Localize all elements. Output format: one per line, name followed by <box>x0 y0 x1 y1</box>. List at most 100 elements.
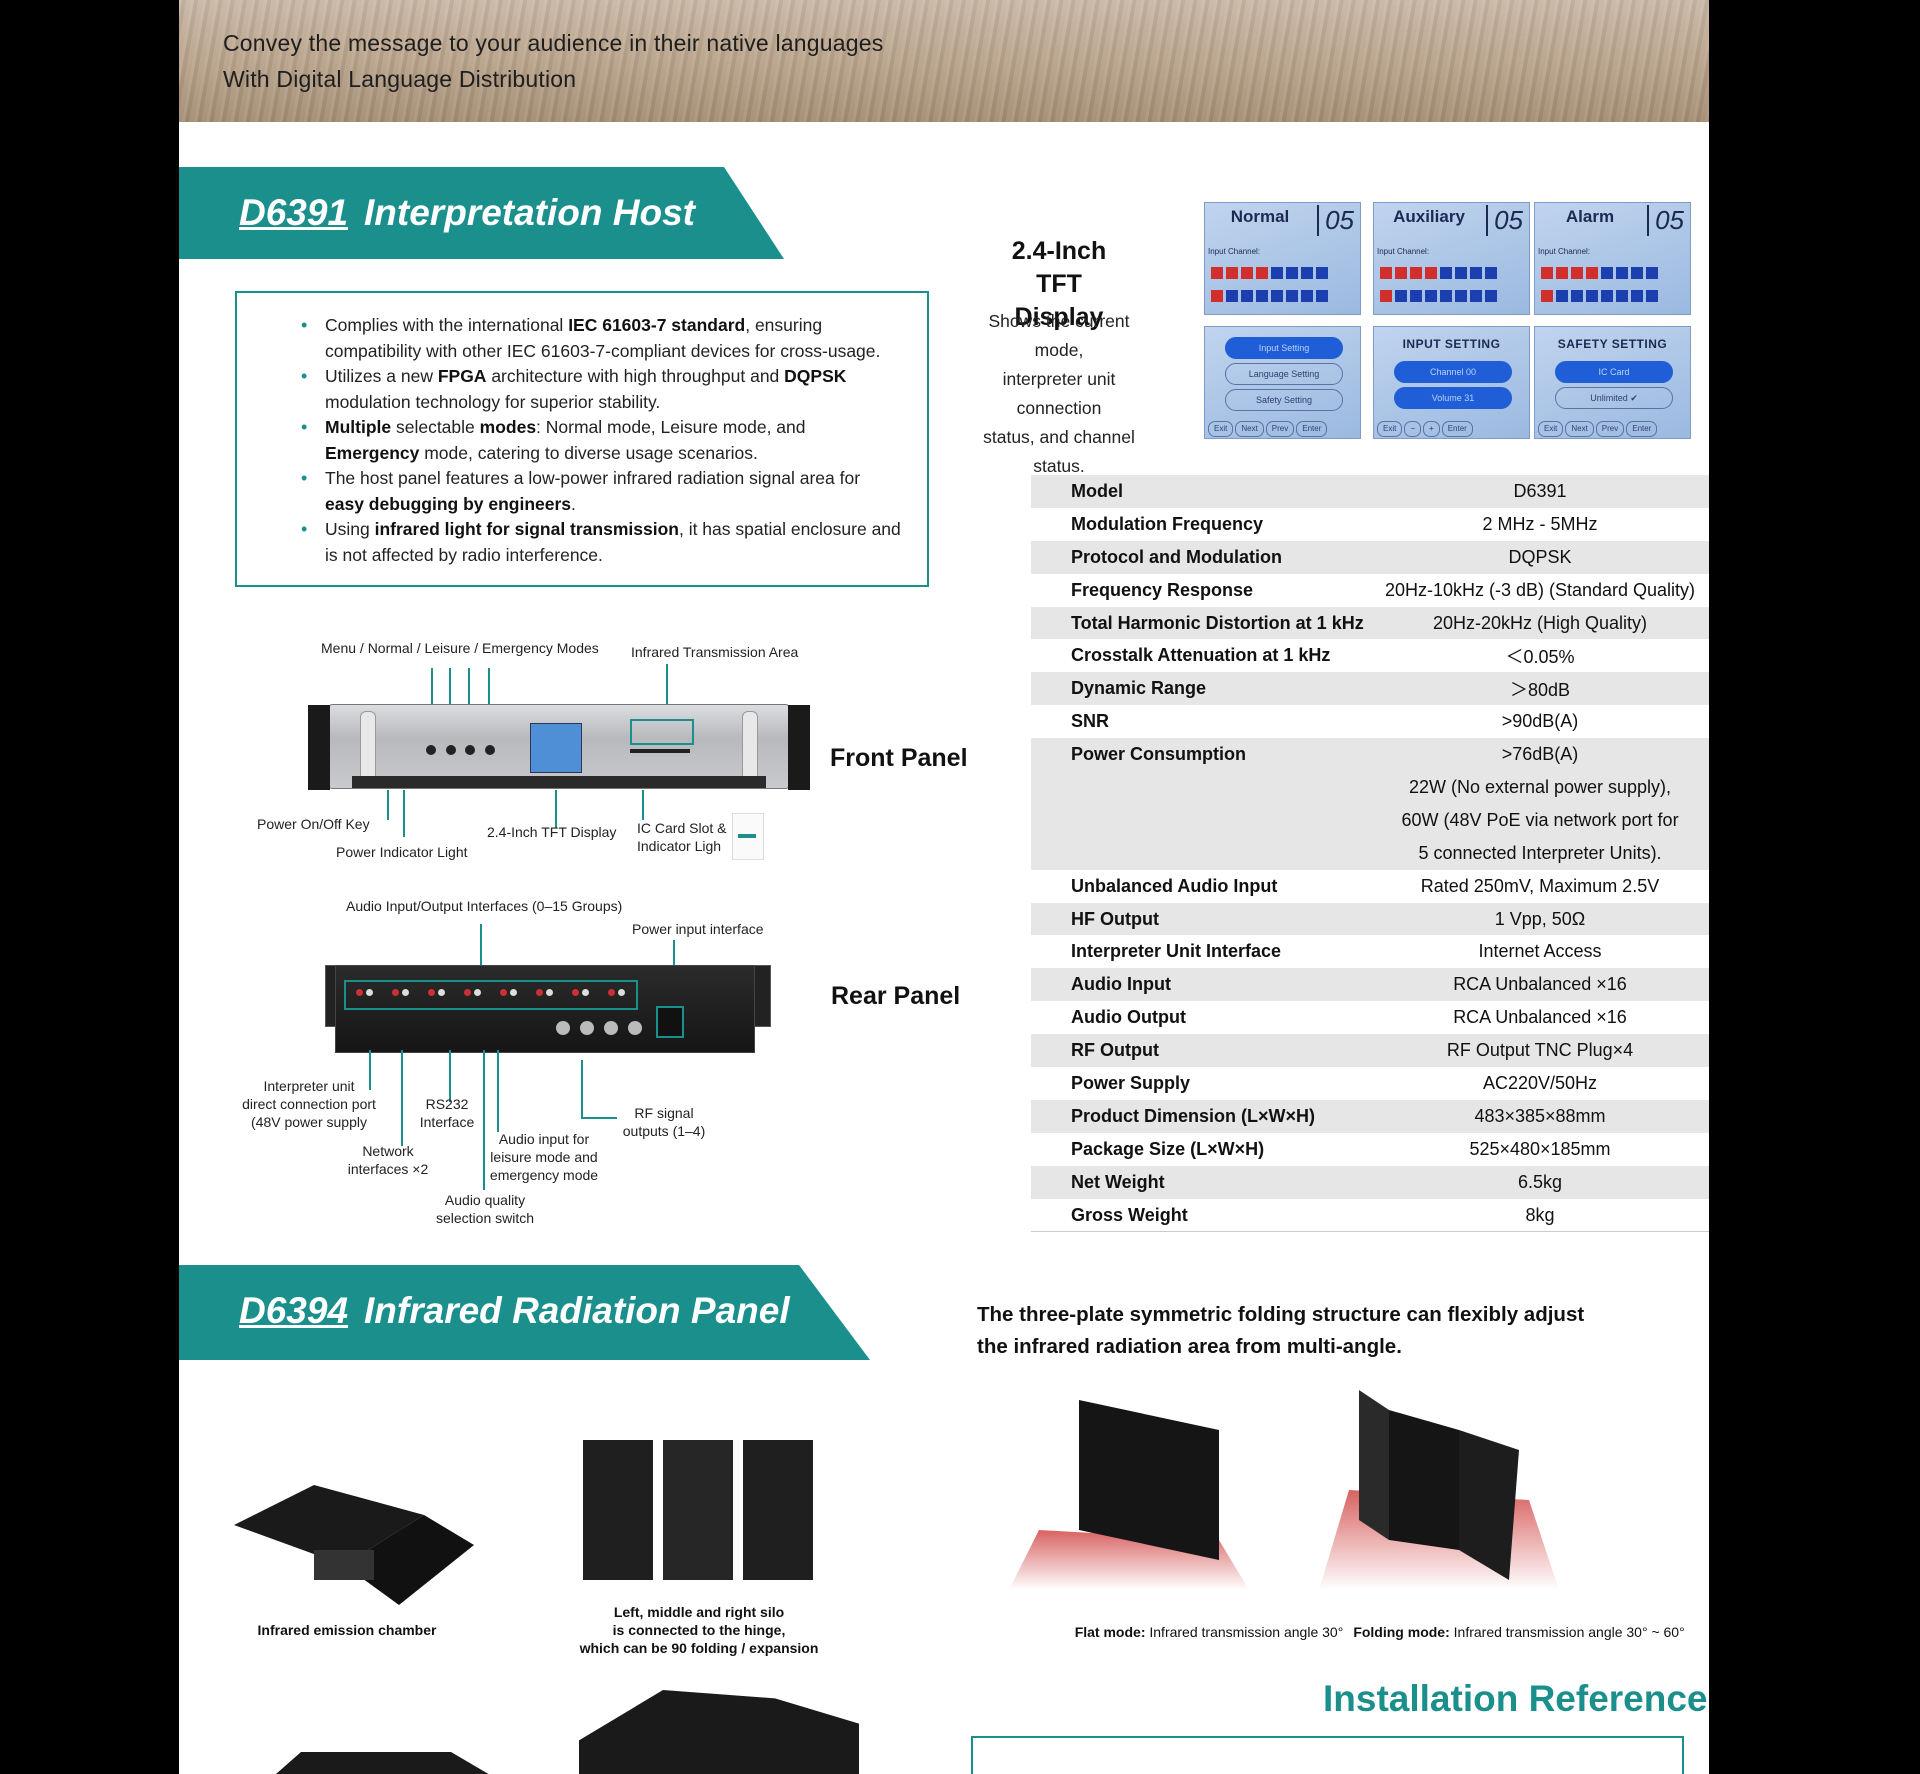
panel-plate <box>743 1440 813 1580</box>
tft-title: 2.4-Inch TFT Display <box>1011 237 1107 331</box>
spec-key: Dynamic Range <box>1031 672 1371 706</box>
rca-jack-icon <box>366 989 373 996</box>
spec-key: Gross Weight <box>1031 1198 1371 1233</box>
bnc-connector-icon <box>628 1021 642 1035</box>
spec-row: SNR>90dB(A) <box>1031 705 1709 739</box>
spec-value: RF Output TNC Plug×4 <box>1371 1034 1709 1068</box>
caption-folding-mode: Folding mode: Infrared transmission angl… <box>1353 1624 1685 1640</box>
spec-value: 2 MHz - 5MHz <box>1371 507 1709 541</box>
spec-key: Total Harmonic Distortion at 1 kHz <box>1031 606 1371 640</box>
leader-line <box>480 924 482 980</box>
spec-value: 1 Vpp, 50Ω <box>1371 902 1709 936</box>
panel-plate <box>234 1485 424 1565</box>
label-rf-outputs: RF signal outputs (1–4) <box>622 1105 706 1139</box>
spec-value: Internet Access <box>1371 935 1709 969</box>
spec-row: Dynamic Range＞80dB <box>1031 672 1709 706</box>
rca-jack-icon <box>618 989 625 996</box>
spec-value: 5 connected Interpreter Units). <box>1371 836 1709 870</box>
banner-tagline-2: With Digital Language Distribution <box>223 66 577 92</box>
rca-jack-icon <box>500 989 507 996</box>
host-feature-box: Complies with the international IEC 6160… <box>235 291 929 587</box>
spec-value: D6391 <box>1371 475 1709 508</box>
label-tft: 2.4-Inch TFT Display <box>487 824 617 840</box>
rack-ear <box>308 705 330 790</box>
spec-row: Crosstalk Attenuation at 1 kHz＜0.05% <box>1031 639 1709 673</box>
panel-image-partial <box>276 1752 489 1774</box>
mode-button-icon <box>485 745 495 755</box>
caption-flat-mode: Flat mode: Infrared transmission angle 3… <box>1074 1624 1344 1640</box>
spec-key: Audio Output <box>1031 1001 1371 1035</box>
rack-ear <box>788 705 810 790</box>
spec-key: Model <box>1031 475 1371 508</box>
banner-tagline-1: Convey the message to your audience in t… <box>223 30 884 56</box>
spec-value: 525×480×185mm <box>1371 1132 1709 1166</box>
ic-card-slot-icon <box>630 749 690 753</box>
panel-plate <box>1389 1410 1459 1550</box>
spec-key <box>1031 803 1371 837</box>
spec-key: Audio Input <box>1031 968 1371 1002</box>
label-power-light: Power Indicator Light <box>336 844 468 860</box>
rca-jack-icon <box>582 989 589 996</box>
feature-item: Multiple selectable modes: Normal mode, … <box>301 415 901 466</box>
caption-silo: Left, middle and right silo is connected… <box>579 1604 819 1656</box>
spec-value: DQPSK <box>1371 540 1709 574</box>
header-banner: Convey the message to your audience in t… <box>179 0 1709 122</box>
channel-row <box>1541 266 1683 279</box>
tft-screen-alarm: Alarm 05 Input Channel: <box>1534 202 1691 315</box>
rca-jack-icon <box>608 989 615 996</box>
spec-key <box>1031 836 1371 870</box>
leader-line <box>387 790 389 820</box>
spec-value: RCA Unbalanced ×16 <box>1371 1001 1709 1035</box>
front-panel-title: Front Panel <box>830 744 968 772</box>
spec-value: >90dB(A) <box>1371 705 1709 739</box>
spec-row: Power Consumption>76dB(A) <box>1031 738 1709 772</box>
tft-menu-input: INPUT SETTING Channel 00 Volume 31 Exit−… <box>1373 326 1530 439</box>
label-network: Network interfaces ×2 <box>347 1143 429 1177</box>
bnc-connector-icon <box>580 1021 594 1035</box>
mode-button-icon <box>426 745 436 755</box>
rca-jack-icon <box>510 989 517 996</box>
spec-key: Crosstalk Attenuation at 1 kHz <box>1031 639 1371 673</box>
feature-item: The host panel features a low-power infr… <box>301 466 901 517</box>
audio-io-group-marker <box>344 980 638 1010</box>
rca-jack-icon <box>536 989 543 996</box>
power-input-marker <box>656 1006 684 1038</box>
rack-ear <box>753 965 771 1027</box>
panel-plate <box>583 1440 653 1580</box>
hinged-silo-image <box>583 1440 813 1580</box>
panel-plate <box>344 1515 474 1605</box>
tft-description: Shows the current mode, interpreter unit… <box>983 311 1135 476</box>
label-audio-io: Audio Input/Output Interfaces (0–15 Grou… <box>346 898 623 914</box>
front-panel-image <box>308 704 810 790</box>
leader-line <box>555 790 557 828</box>
spec-value: >76dB(A) <box>1371 738 1709 772</box>
rca-jack-icon <box>572 989 579 996</box>
host-feature-list: Complies with the international IEC 6160… <box>301 313 901 568</box>
spec-value: 6.5kg <box>1371 1165 1709 1199</box>
ic-card-stripe <box>738 834 756 838</box>
spec-value: 20Hz-20kHz (High Quality) <box>1371 606 1709 640</box>
spec-key: Unbalanced Audio Input <box>1031 869 1371 903</box>
ic-card-image <box>732 813 764 860</box>
spec-key: Product Dimension (L×W×H) <box>1031 1099 1371 1133</box>
spec-row: Package Size (L×W×H)525×480×185mm <box>1031 1132 1709 1166</box>
spec-key: Package Size (L×W×H) <box>1031 1132 1371 1166</box>
spec-value: 60W (48V PoE via network port for <box>1371 803 1709 837</box>
brochure-page: Convey the message to your audience in t… <box>179 0 1709 1774</box>
label-modes: Menu / Normal / Leisure / Emergency Mode… <box>321 640 599 656</box>
caption-chamber: Infrared emission chamber <box>257 1622 437 1638</box>
host-model: D6391 <box>239 192 349 233</box>
spec-key: Modulation Frequency <box>1031 507 1371 541</box>
rca-jack-icon <box>428 989 435 996</box>
mode-button-icon <box>446 745 456 755</box>
label-rs232: RS232 Interface <box>419 1096 475 1130</box>
spec-row: Product Dimension (L×W×H)483×385×88mm <box>1031 1099 1709 1133</box>
